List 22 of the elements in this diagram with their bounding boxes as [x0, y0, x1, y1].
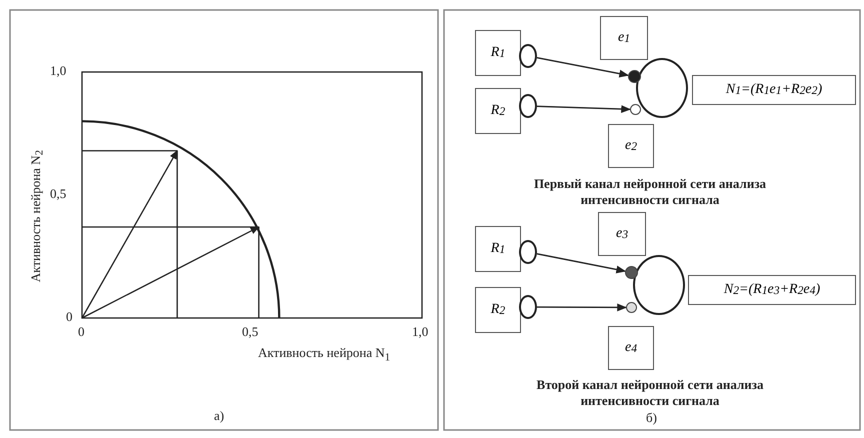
tick-label: 0 [66, 309, 72, 325]
panel-label: а) [214, 408, 224, 424]
input-neuron-circle [519, 44, 537, 68]
synapse-dot [625, 266, 638, 279]
synapse-dot [628, 70, 641, 83]
tick-label: 0,5 [242, 324, 258, 340]
panel-label: б) [646, 410, 657, 426]
tick-label: 1,0 [50, 63, 66, 79]
arrow [536, 57, 630, 78]
tick-label: 0,5 [50, 186, 66, 202]
caption-text: Первый канал нейронной сети анализа интенсивности сигнала [532, 176, 768, 208]
input-neuron-circle [519, 240, 537, 264]
synapse-dot [626, 302, 637, 313]
input-neuron-circle [519, 295, 537, 319]
arrow [537, 304, 627, 312]
arrow [536, 105, 631, 113]
input-neuron-circle [519, 94, 537, 118]
arrow [536, 253, 626, 274]
tick-label: 0 [78, 324, 84, 340]
axis-title: Активность нейрона N$_{1}$ [258, 345, 390, 364]
synapse-dot [630, 104, 641, 115]
tick-label: 1,0 [412, 324, 428, 340]
